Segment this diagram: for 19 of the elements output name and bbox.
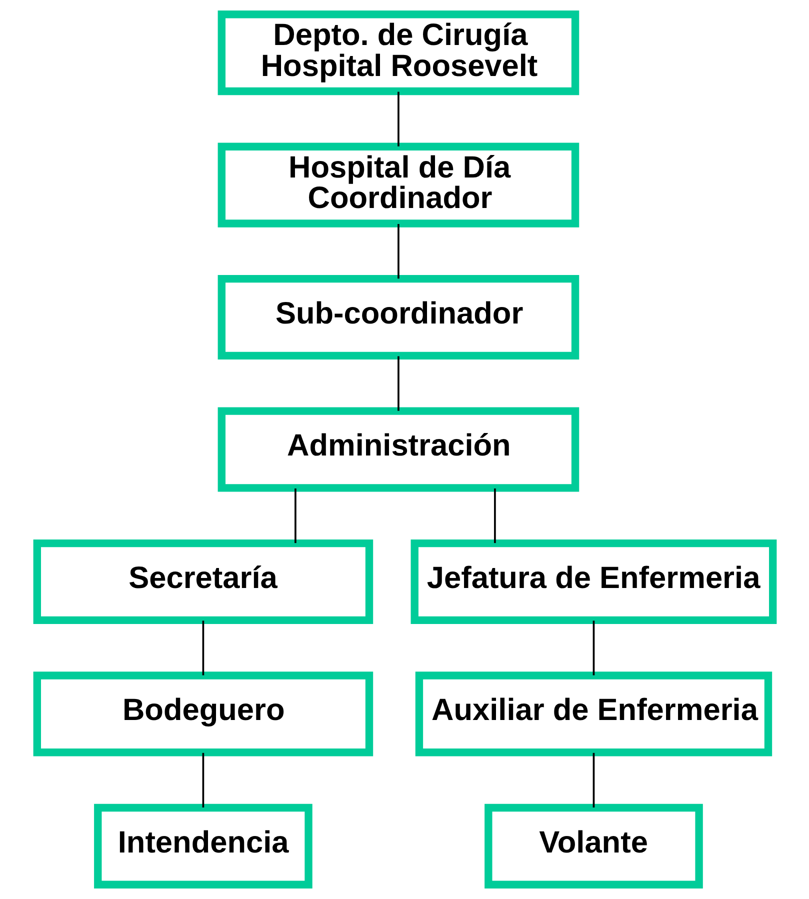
connector <box>494 488 496 544</box>
node-box: Depto. de Cirugía Hospital Roosevelt <box>217 10 579 96</box>
node-box: Jefatura de Enfermeria <box>410 539 776 624</box>
connector <box>592 752 594 808</box>
connector <box>294 488 296 544</box>
node-box: Administración <box>217 407 579 492</box>
connector <box>397 92 399 146</box>
connector <box>397 356 399 411</box>
node-box: Sub-coordinador <box>217 274 579 360</box>
connector <box>202 620 204 676</box>
connector <box>202 752 204 808</box>
node-box: Hospital de Día Coordinador <box>217 142 579 228</box>
node-box: Intendencia <box>94 804 312 888</box>
node-box: Secretaría <box>32 539 373 624</box>
connector <box>592 620 594 676</box>
node-box: Volante <box>484 804 702 888</box>
connector <box>397 224 399 279</box>
node-box: Bodeguero <box>32 672 373 756</box>
node-box: Auxiliar de Enfermeria <box>414 672 772 756</box>
